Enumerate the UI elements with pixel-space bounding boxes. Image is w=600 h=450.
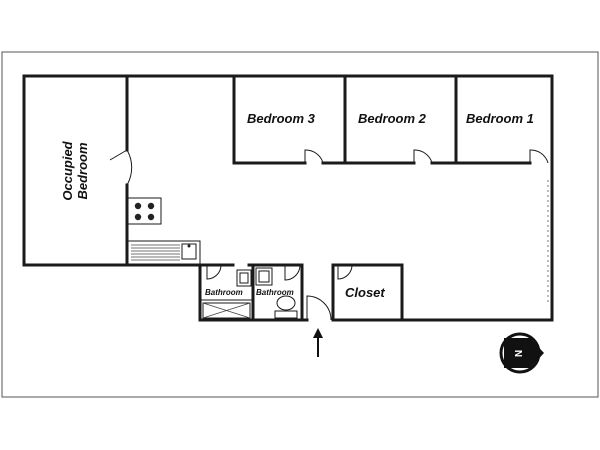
sink-basin: [239, 272, 249, 284]
burner: [134, 213, 142, 221]
bathroom-right-label: Bathroom: [256, 288, 294, 297]
kitchen-sink: [181, 243, 197, 260]
exterior-wall-top: [22, 74, 554, 322]
shower-tray: [202, 302, 251, 319]
bathroom-sink: [255, 267, 273, 286]
occupied-bedroom-label-line1: Occupied: [60, 141, 75, 201]
occupied-bedroom-door-leaf: [109, 149, 128, 161]
kitchen-counter: [127, 240, 201, 265]
occupied-bedroom-label-line2: Bedroom: [75, 142, 90, 200]
entry-door: [306, 295, 332, 321]
cooktop: [127, 197, 162, 225]
bathroom-left-label: Bathroom: [205, 288, 243, 297]
sink-faucet: [187, 244, 191, 248]
bedroom-3-door: [304, 149, 324, 164]
compass-north-label: N: [512, 349, 524, 358]
bedroom-1-label: Bedroom 1: [466, 111, 534, 126]
bathroom-left-door: [206, 264, 222, 280]
bedroom-3-label: Bedroom 3: [247, 111, 315, 126]
bathroom-sink: [236, 269, 252, 287]
toilet-bowl: [276, 295, 296, 311]
bedroom-2-label: Bedroom 2: [358, 111, 426, 126]
bathroom-right-door: [284, 264, 301, 281]
bedroom-1-door: [529, 149, 549, 164]
entry-arrow-head: [313, 328, 323, 338]
compass-arrow-icon: [504, 338, 544, 368]
sink-basin: [258, 270, 270, 283]
occupied-bedroom-door: [126, 149, 133, 186]
closet-door: [337, 264, 353, 280]
plan-frame: [1, 51, 599, 398]
burner: [147, 213, 155, 221]
occupied-bedroom-label: Occupied Bedroom: [60, 141, 90, 200]
closet-walls: [331, 263, 404, 322]
closet-label: Closet: [345, 285, 385, 300]
burner: [134, 202, 142, 210]
bedroom-2-door: [413, 149, 433, 164]
toilet-tank: [274, 310, 298, 319]
burner: [147, 202, 155, 210]
shower-cross: [202, 302, 251, 319]
